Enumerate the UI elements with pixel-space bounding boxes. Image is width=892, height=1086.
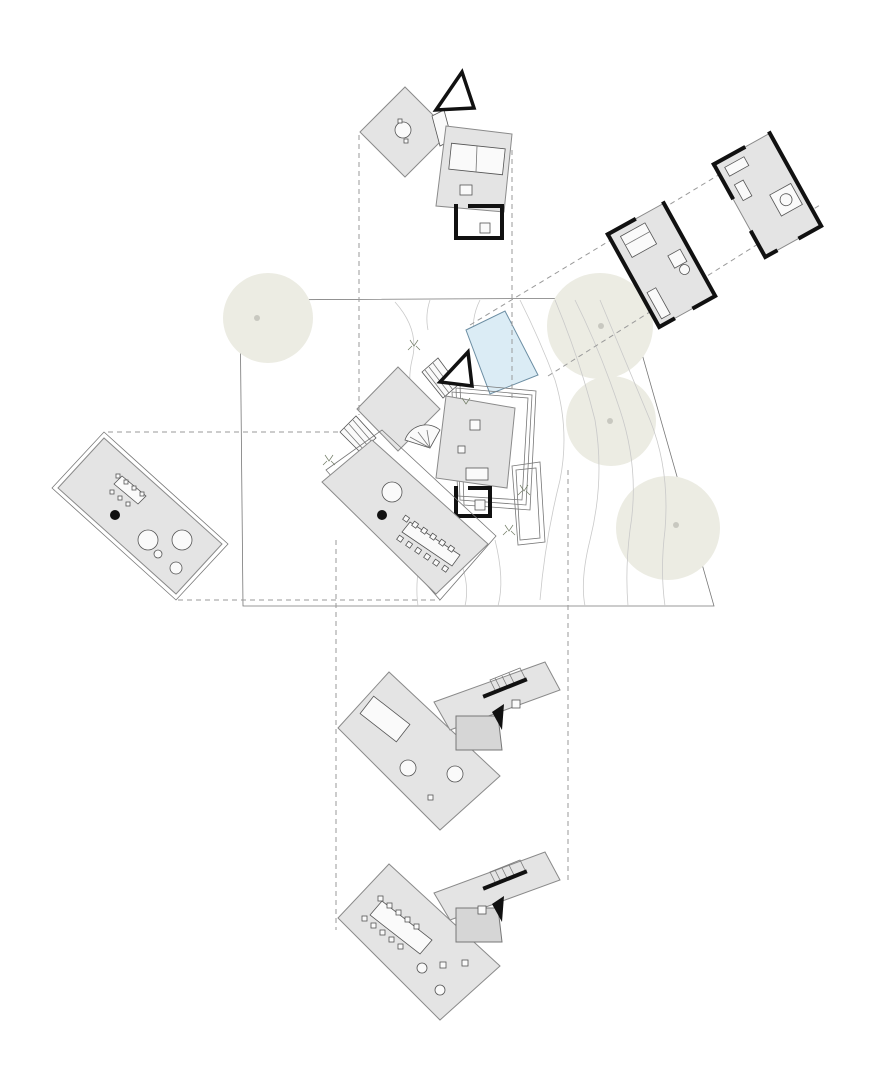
site-room-bedroom [435,395,516,489]
north-arrow-icon [492,896,504,922]
site-plants [322,339,531,536]
lower-floor-plan-1 [337,661,561,831]
top-floor-plan [359,68,513,240]
site-boundary [239,297,715,607]
north-arrow-icon [436,348,474,389]
lower-floor-plan-2 [337,851,561,1021]
site-plan [223,273,720,607]
pool [465,310,539,395]
spiral-stair [404,424,441,449]
west-floor-plan [51,431,229,601]
site-living-wing [321,429,497,601]
site-bathroom-walls [454,486,492,518]
projection-lines [108,135,821,930]
site-trees [223,273,720,580]
north-arrow-icon [432,68,477,112]
north-arrow-icon [492,704,504,730]
site-room-square [356,366,441,452]
east-floor-plans [605,130,824,330]
contour-lines [394,299,667,607]
